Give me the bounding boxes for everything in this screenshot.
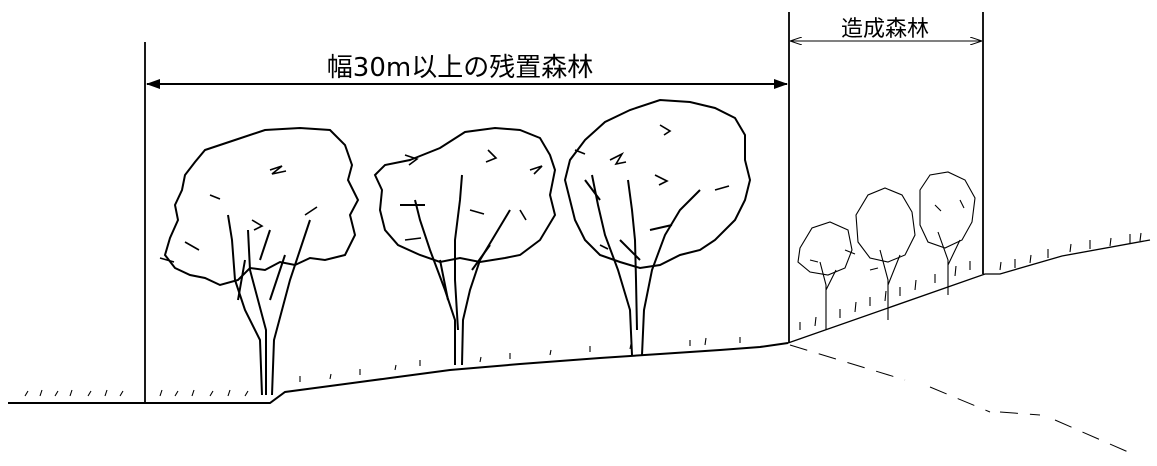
planted-forest-label: 造成森林	[841, 17, 929, 42]
large-tree-3	[563, 98, 752, 356]
retained-forest-label: 幅30m以上の残置森林	[327, 53, 593, 83]
large-tree-2	[373, 126, 557, 366]
large-tree-1	[159, 126, 360, 396]
small-planted-trees	[797, 171, 976, 330]
ground-profile	[8, 232, 1151, 456]
boundary-lines	[144, 12, 984, 403]
